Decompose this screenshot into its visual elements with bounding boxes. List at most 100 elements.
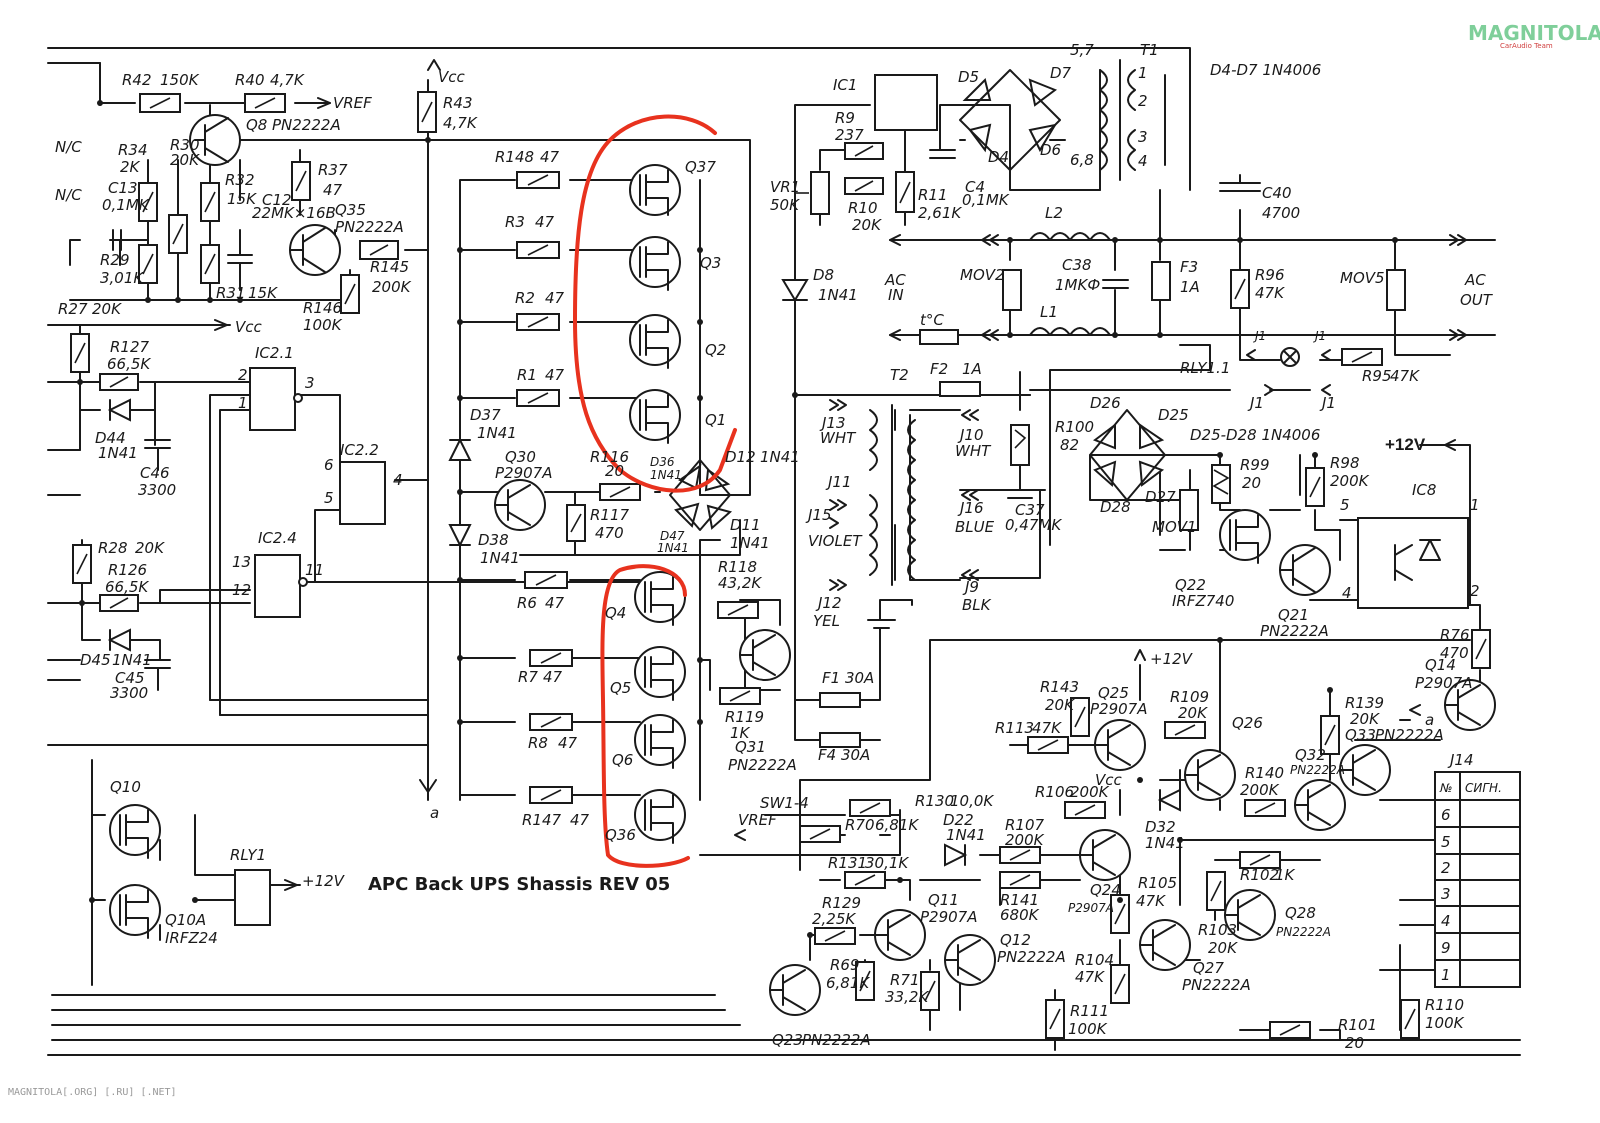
mosfet-q6	[634, 714, 686, 769]
resistor-r116	[599, 483, 641, 501]
resistor-r109	[1164, 721, 1206, 739]
ic2-2-gate	[339, 461, 386, 525]
j14-pin: 5	[1441, 833, 1451, 851]
svg-text:L1: L1	[1040, 303, 1058, 321]
resistor-r131	[844, 871, 886, 889]
label-12v: +12V	[1150, 650, 1194, 668]
svg-text:P2907A: P2907A	[495, 464, 552, 482]
svg-text:IC2.1: IC2.1	[255, 344, 294, 362]
svg-text:C45: C45	[115, 669, 145, 687]
svg-text:47: 47	[558, 734, 578, 752]
label-ac-in: IN	[888, 286, 904, 304]
svg-text:R111: R111	[1070, 1002, 1109, 1020]
svg-text:C13: C13	[108, 179, 138, 197]
svg-text:VR1: VR1	[770, 178, 800, 196]
svg-text:D27: D27	[1145, 488, 1176, 506]
svg-text:47: 47	[540, 148, 560, 166]
label-nc: N/C	[55, 138, 82, 156]
resistor-r126	[99, 594, 139, 612]
capacitor-c40	[1219, 174, 1261, 192]
resistor-r95	[1341, 348, 1383, 366]
svg-text:PN2222A: PN2222A	[1276, 925, 1331, 939]
transistor-q35	[289, 224, 341, 276]
resistor-r107	[999, 846, 1041, 864]
svg-text:Q37: Q37	[685, 158, 716, 176]
svg-text:R98: R98	[1330, 454, 1360, 472]
svg-text:Q33: Q33	[1345, 726, 1376, 744]
transistor-q33	[1339, 744, 1391, 796]
svg-text:50K: 50K	[770, 196, 800, 214]
resistor-r69	[855, 961, 875, 1001]
thermistor	[919, 329, 959, 345]
svg-text:Q31: Q31	[735, 738, 766, 756]
svg-text:4,7K: 4,7K	[270, 71, 305, 89]
svg-text:R141: R141	[1000, 891, 1039, 909]
label-a: a	[1425, 711, 1434, 729]
optocoupler-ic8	[1357, 517, 1469, 609]
svg-text:J13: J13	[819, 414, 846, 432]
svg-text:R129: R129	[822, 894, 861, 912]
svg-text:D7: D7	[1050, 64, 1072, 82]
svg-text:47K: 47K	[1032, 719, 1062, 737]
svg-text:1N41: 1N41	[98, 444, 138, 462]
fuse-f1	[819, 692, 861, 708]
diode-d8	[781, 279, 809, 302]
battery	[867, 599, 913, 661]
ic2-4-gate	[254, 554, 301, 618]
vr1-potentiometer	[795, 171, 830, 215]
diagram-title: APC Back UPS Shassis REV 05	[368, 874, 670, 895]
svg-text:R127: R127	[110, 338, 150, 356]
svg-text:R3: R3	[505, 213, 525, 231]
svg-text:0,47MK: 0,47MK	[1005, 516, 1062, 534]
svg-text:D5: D5	[958, 68, 979, 86]
svg-text:20K: 20K	[170, 151, 200, 169]
svg-text:R70: R70	[845, 816, 875, 834]
svg-text:200K: 200K	[372, 278, 412, 296]
svg-text:D36: D36	[650, 455, 675, 469]
svg-text:R140: R140	[1245, 764, 1284, 782]
resistor-r129	[814, 927, 856, 945]
mov5	[1386, 269, 1406, 311]
svg-text:Q24: Q24	[1090, 881, 1121, 899]
svg-text:20K: 20K	[1178, 704, 1208, 722]
svg-text:R143: R143	[1040, 678, 1079, 696]
svg-text:R126: R126	[108, 561, 147, 579]
svg-text:R104: R104	[1075, 951, 1114, 969]
svg-text:F1 30A: F1 30A	[822, 669, 874, 687]
watermarks: MAGNITOLA CarAudio Team MAGNITOLA[.ORG] …	[8, 21, 1600, 1098]
resistor-r42	[139, 93, 181, 113]
transformer-t2-right	[907, 419, 916, 581]
svg-text:WHT: WHT	[820, 429, 857, 447]
transistor-q30	[494, 479, 546, 531]
label-vcc: Vcc	[235, 318, 263, 336]
resistors	[70, 91, 1491, 1039]
svg-text:D25: D25	[1158, 406, 1189, 424]
svg-text:11: 11	[305, 561, 324, 579]
label-ac-out: OUT	[1460, 291, 1494, 309]
resistor-r27	[70, 333, 90, 373]
j14-pin: 1	[1441, 966, 1451, 984]
resistor-r9	[844, 142, 884, 160]
svg-text:47K: 47K	[1255, 284, 1285, 302]
svg-text:1N41: 1N41	[946, 826, 986, 844]
resistor-r70	[799, 825, 841, 843]
j14-pin: 2	[1441, 859, 1451, 877]
svg-text:R31: R31	[216, 284, 246, 302]
svg-text:J1: J1	[1247, 394, 1264, 412]
svg-text:1N41: 1N41	[477, 424, 517, 442]
svg-text:R37: R37	[318, 161, 348, 179]
svg-text:4: 4	[1342, 584, 1352, 602]
svg-text:J11: J11	[825, 473, 852, 491]
diodes	[107, 69, 1181, 867]
svg-text:3,01K: 3,01K	[100, 269, 144, 287]
resistor-r100	[1010, 424, 1030, 466]
svg-text:IC1: IC1	[833, 76, 857, 94]
svg-text:2,25K: 2,25K	[812, 910, 856, 928]
svg-text:D12: D12	[725, 448, 756, 466]
svg-text:0,1MK: 0,1MK	[102, 196, 150, 214]
svg-text:1N41: 1N41	[760, 448, 800, 466]
svg-text:Q12: Q12	[1000, 931, 1031, 949]
svg-text:200K: 200K	[1240, 781, 1280, 799]
svg-text:100K: 100K	[303, 316, 343, 334]
svg-text:12: 12	[232, 581, 251, 599]
